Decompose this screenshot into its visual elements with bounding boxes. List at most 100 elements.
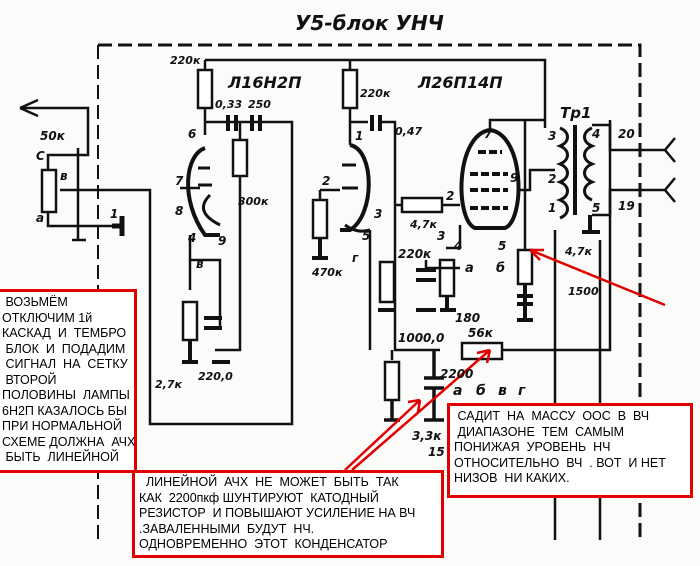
label-0.33: 0,33 [215,98,242,111]
label-3.3k: 3,3к [412,429,442,443]
transformer-label: Тр1 [560,104,591,122]
label-4.7k-grid: 4,7к [409,218,437,231]
block-border-top-right [98,43,642,540]
pin-l2-5: 5 [498,239,506,253]
pin-l1-7: 7 [175,174,184,188]
label-220k-b: 220к [398,247,432,261]
pin-l2-2: 2 [446,189,454,203]
pin-l2-9: 9 [510,171,518,185]
resistor-3.3k [383,360,401,402]
pin-b: в [60,169,68,183]
annotation-line: НИЗОВ НИ КАКИХ. [454,471,570,485]
capacitor-2200 [384,350,444,422]
pin-l2-b: б [496,261,505,276]
bus-b: б [476,383,486,399]
capacitor-0.47 [370,115,382,131]
annotation-arrows [344,248,666,471]
label-220k-a2: 220к [360,87,391,100]
pin-l1b-1: 1 [355,129,363,143]
resistor-220k-a2 [341,68,359,110]
label-1500: 1500 [568,285,599,298]
pin-19: 19 [618,199,635,213]
label-220k-a1: 220к [170,54,201,67]
annotation-line: БЫТЬ ЛИНЕЙНОЙ [2,450,119,464]
resistor-2.7k [181,300,199,342]
resistor-220k-b [378,260,396,304]
b-plus-rail [205,58,547,128]
pin-l1-8: 8 [175,204,183,218]
pin-l1-9: 9 [218,234,226,248]
pin-1: 1 [110,207,118,221]
transformer-primary [555,126,569,220]
annotation-left: ВОЗЬМЁМ ОТКЛЮЧИМ 1й КАСКАД И ТЕМБРО БЛОК… [0,289,137,473]
annotation-line: ЛИНЕЙНОЙ АЧХ НЕ МОЖЕТ БЫТЬ ТАК [139,475,399,489]
pin-tr-4: 4 [591,127,600,141]
label-50k: 50к [40,129,66,143]
tube-l1-label: Л16Н2П [227,73,302,92]
annotation-line: ВТОРОЙ [2,372,57,387]
annotation-line: РЕЗИСТОР И ПОВЫШАЮТ УСИЛЕНИЕ НА ВЧ [139,506,416,520]
tube-l2-label: Л26П14П [417,73,503,92]
arrow-to-2200-capacitor [344,398,422,471]
resistor-4.7k-grid [400,196,444,214]
annotation-line: ОДНОВРЕМЕННО ЭТОТ КОНДЕНСАТОР [139,537,388,551]
annotation-line: ДИАПАЗОНЕ ТЕМ САМЫМ [454,424,625,439]
output-arrow-icon [19,98,39,118]
resistor-470k [311,198,329,240]
volume-potentiometer [40,168,58,214]
pin-l2-4: 4 [453,239,462,253]
speaker-output-terminals [640,137,676,203]
annotation-line: ОТНОСИТЕЛЬНО ВЧ . ВОТ И НЕТ [454,455,666,470]
coupling-capacitors [226,115,262,131]
pin-tr-2: 2 [548,172,556,186]
label-56k: 56к [468,326,494,340]
ground-symbol [112,216,125,236]
pin-l1b-5: 5 [362,229,370,243]
pin-l2-3: 3 [437,229,445,243]
label-2.7k: 2,7к [155,378,182,391]
annotation-line: КАСКАД И ТЕМБРО [2,326,127,340]
pin-l2-a: а [465,261,474,276]
transformer-secondary [583,126,597,202]
pin-l1b-2: 2 [322,174,330,188]
label-4.7k-tr: 4,7к [564,245,592,258]
tube-l1-envelope-a [186,146,220,237]
annotation-line: 6Н2П КАЗАЛОСЬ БЫ [2,403,127,418]
label-0.47: 0,47 [395,125,422,138]
annotation-line: КАК 2200пкф ШУНТИРУЮТ КАТОДНЫЙ [139,490,379,505]
pin-tr-3: 3 [548,129,556,143]
resistor-220k-a1 [196,68,214,110]
pin-l1-v: в [196,257,204,271]
label-300k: 300к [238,195,269,208]
wires [19,43,676,540]
label-470k: 470к [311,266,343,279]
annotation-line: СХЕМЕ ДОЛЖНА АЧХ [2,434,136,449]
tube-l2-envelope [459,127,521,230]
pin-l1b-3: 3 [374,207,382,221]
pin-l2-7: 7 [484,127,493,141]
annotation-line: ПОНИЖАЯ УРОВЕНЬ НЧ [454,440,611,454]
pin-c: С [36,149,45,163]
pin-l1b-g: г [352,251,359,265]
arrow-to-feedback-resistor [529,248,666,307]
annotation-line: БЛОК И ПОДАДИМ [2,341,126,356]
annotation-line: ПРИ НОРМАЛЬНОЙ [2,419,122,433]
label-1000.0: 1000,0 [398,331,444,345]
annotation-line: ПОЛОВИНЫ ЛАМПЫ [2,388,130,402]
annotation-line: СИГНАЛ НА СЕТКУ [2,357,128,371]
annotation-line: САДИТ НА МАССУ ООС В ВЧ [454,409,650,423]
bus-a: а [453,383,462,399]
annotation-right: САДИТ НА МАССУ ООС В ВЧ ДИАПАЗОНЕ ТЕМ СА… [447,403,693,498]
bus-g: г [518,383,526,399]
input-wire [20,106,90,170]
label-250: 250 [248,98,271,111]
annotation-bottom: ЛИНЕЙНОЙ АЧХ НЕ МОЖЕТ БЫТЬ ТАК КАК 2200п… [132,470,444,558]
pin-tr-1: 1 [548,201,556,215]
label-220.0: 220,0 [198,370,233,383]
pin-a: а [36,211,44,225]
resistor-300k [231,138,249,178]
label-2200: 2200 [440,367,473,381]
resistor-feedback-output [516,248,534,286]
